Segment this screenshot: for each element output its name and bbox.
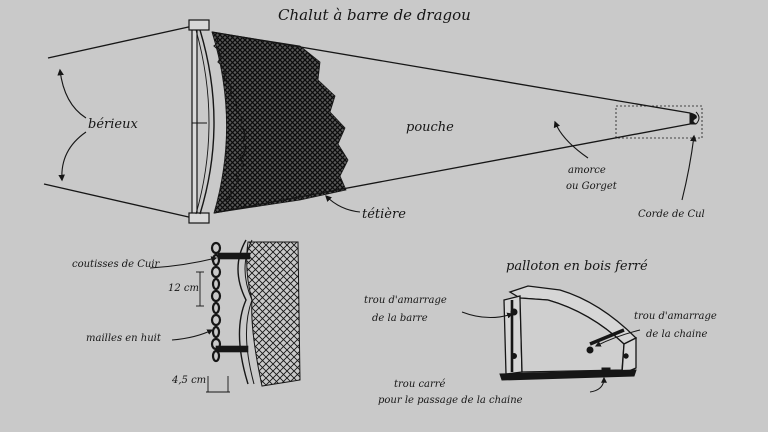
trawl-arrows — [57, 68, 697, 213]
net-head — [211, 31, 349, 214]
leading-edge-loops — [211, 31, 247, 203]
label-trou-carre-2: pour le passage de la chaine — [378, 395, 523, 406]
bridle-lower — [43, 183, 194, 219]
pouch-lower-line — [213, 123, 691, 214]
label-coutisses: coutisses de Cuir — [72, 259, 160, 270]
cod-end-box — [615, 105, 703, 139]
label-palloton: palloton en bois ferré — [506, 259, 648, 274]
label-trou-barre-2: de la barre — [372, 313, 428, 324]
diagram-title: Chalut à barre de dragou — [278, 6, 471, 24]
leather-tie-lower — [215, 345, 249, 353]
label-mailles-en-huit: mailles en huit — [86, 333, 161, 344]
beam-bottom-shoe — [188, 212, 210, 224]
beam-top-shoe — [188, 19, 210, 31]
trawl-drawing — [43, 19, 703, 224]
label-trou-chaine-2: de la chaine — [646, 329, 708, 340]
palloton-drawing — [461, 285, 641, 393]
label-berieux: bérieux — [88, 117, 138, 132]
label-gorget: ou Gorget — [566, 181, 617, 192]
hole-chain — [586, 346, 594, 354]
leather-tie-upper — [217, 252, 251, 260]
label-pouche: pouche — [406, 120, 454, 135]
label-45cm: 4,5 cm — [172, 375, 207, 386]
bridle-upper — [47, 25, 194, 59]
label-corde-de-cul: Corde de Cul — [638, 209, 705, 220]
label-trou-barre-1: trou d'amarrage — [364, 295, 447, 306]
cod-end-knot — [689, 112, 697, 125]
label-tetiere: tétière — [362, 207, 406, 222]
chain-detail — [149, 239, 301, 393]
label-trou-carre-1: trou carré — [394, 379, 446, 390]
figure-eight-chain — [210, 241, 222, 363]
pouch-upper-line — [211, 31, 691, 114]
label-trou-chaine-1: trou d'amarrage — [634, 311, 717, 322]
label-12cm: 12 cm — [168, 283, 199, 294]
square-hole — [601, 367, 611, 375]
beam-curve — [199, 29, 215, 215]
detail-netting — [246, 241, 301, 387]
label-amorce: amorce — [568, 165, 606, 176]
